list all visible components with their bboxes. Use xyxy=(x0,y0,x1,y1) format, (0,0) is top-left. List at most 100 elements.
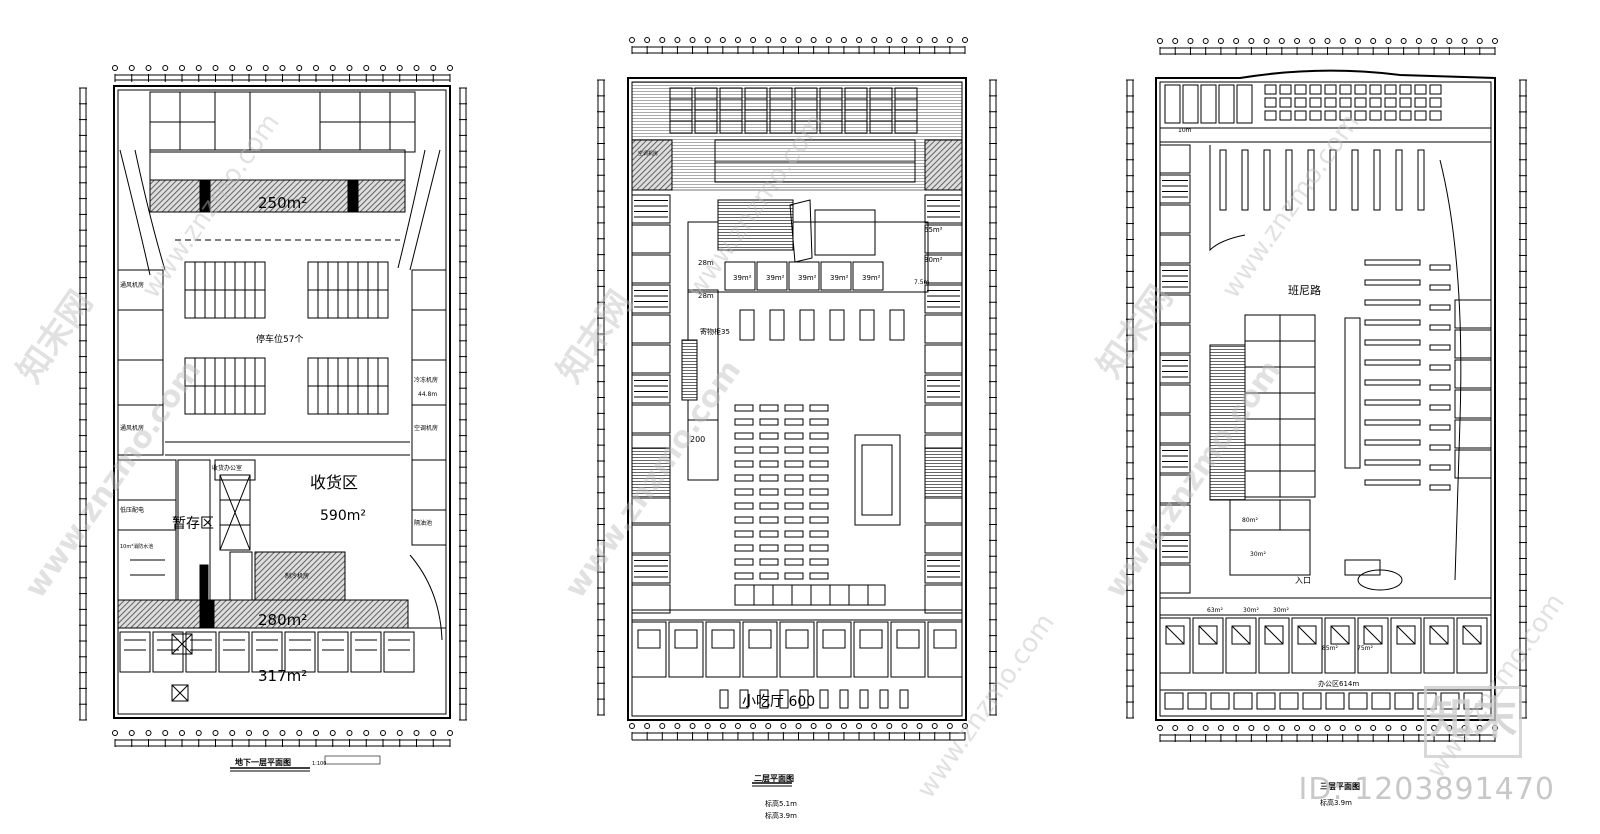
side-room xyxy=(1159,384,1191,414)
shelf xyxy=(809,474,829,482)
rack xyxy=(1219,149,1227,211)
table xyxy=(1384,84,1397,95)
axis-bubble xyxy=(1354,38,1361,44)
shelf xyxy=(759,460,779,468)
shelf xyxy=(734,432,754,440)
plan3-title: 三层平面图 xyxy=(1320,782,1360,791)
table xyxy=(1384,110,1397,121)
label-r85: 85m² xyxy=(1322,645,1338,652)
axis-bubble xyxy=(931,723,938,729)
side-room xyxy=(631,224,671,254)
axis-bubble xyxy=(128,65,135,71)
label-r39b: 39m² xyxy=(766,274,785,282)
side-room xyxy=(631,194,671,224)
side-room xyxy=(1159,414,1191,444)
axis-bubble xyxy=(396,65,403,71)
axis-bubble xyxy=(840,37,847,43)
rack xyxy=(1364,379,1421,386)
seat xyxy=(839,689,849,709)
label-r28b: 28m xyxy=(698,292,714,300)
label-area-s: 10m xyxy=(1178,127,1192,134)
shelf xyxy=(734,488,754,496)
table xyxy=(1279,84,1292,95)
label-bunny: 班尼路 xyxy=(1288,284,1321,297)
seat xyxy=(799,689,809,709)
axis-bubble xyxy=(145,730,152,736)
label-area-590: 590m² xyxy=(320,508,366,524)
shop xyxy=(820,261,852,291)
axis-bubble xyxy=(1187,38,1194,44)
shelf xyxy=(809,460,829,468)
side-room xyxy=(1159,504,1191,534)
shelf xyxy=(809,404,829,412)
axis-bubble xyxy=(1400,38,1407,44)
bottom-room xyxy=(1456,617,1488,674)
label-area-280: 280m² xyxy=(258,611,307,629)
table xyxy=(1429,84,1442,95)
desk xyxy=(1348,692,1368,710)
axis-bubble xyxy=(750,37,757,43)
axis-bubble xyxy=(195,65,202,71)
rack xyxy=(1329,149,1337,211)
bottom-room xyxy=(1291,617,1323,674)
side-room xyxy=(924,494,963,524)
axis-bubble xyxy=(795,723,802,729)
axis-bubble xyxy=(447,730,453,736)
label-parking: 停车位57个 xyxy=(256,333,303,345)
side-room xyxy=(924,224,963,254)
axis-bubble xyxy=(1339,38,1346,44)
shelf xyxy=(734,474,754,482)
axis-bubble xyxy=(931,37,938,43)
axis-bubble xyxy=(1263,38,1270,44)
bottom-room xyxy=(890,621,926,678)
shelf xyxy=(784,474,804,482)
shelf xyxy=(784,530,804,538)
axis-bubble xyxy=(346,65,353,71)
table xyxy=(1294,110,1307,121)
axis-bubble xyxy=(810,37,817,43)
shelf xyxy=(734,516,754,524)
axis-bubble xyxy=(430,65,437,71)
side-room xyxy=(1159,234,1191,264)
axis-bubble xyxy=(179,730,185,736)
shelf xyxy=(809,418,829,426)
label-200: 200 xyxy=(690,435,705,444)
room xyxy=(317,631,349,673)
label-power-room: 低压配电 xyxy=(120,506,144,514)
rack xyxy=(1364,459,1421,466)
axis-bubble xyxy=(962,37,968,43)
shelf xyxy=(809,432,829,440)
label-r39a: 39m² xyxy=(733,274,752,282)
axis-bubble xyxy=(1217,725,1224,731)
shelf xyxy=(784,516,804,524)
side-room xyxy=(1454,329,1492,359)
shelf xyxy=(734,418,754,426)
table xyxy=(1324,97,1337,108)
shelf xyxy=(734,558,754,566)
room xyxy=(383,631,415,673)
axis-bubble xyxy=(1370,38,1377,44)
table xyxy=(1339,84,1352,95)
table xyxy=(1279,110,1292,121)
bottom-room xyxy=(631,621,667,678)
axis-bubble xyxy=(644,723,651,729)
watermark-site-7: www.znzmo.com xyxy=(1216,108,1366,304)
axis-bubble xyxy=(1172,38,1179,44)
label-cold-room: 冷冻机房 xyxy=(414,376,438,384)
display-counter xyxy=(859,309,875,341)
axis-bubble xyxy=(704,37,711,43)
desk xyxy=(1187,692,1207,710)
image-id: ID: 1203891470 xyxy=(1298,772,1555,807)
axis-bubble xyxy=(1202,725,1209,731)
service-room xyxy=(1182,84,1199,124)
axis-bubble xyxy=(886,37,893,43)
label-r30b: 30m² xyxy=(1243,607,1259,614)
axis-bubble xyxy=(1157,725,1163,731)
label-area-250: 250m² xyxy=(258,194,307,212)
axis-bubble xyxy=(704,723,711,729)
label-entry: 入口 xyxy=(1295,576,1311,585)
service-room xyxy=(1236,84,1253,124)
side-room xyxy=(1159,324,1191,354)
table xyxy=(1309,97,1322,108)
desk xyxy=(1164,692,1184,710)
